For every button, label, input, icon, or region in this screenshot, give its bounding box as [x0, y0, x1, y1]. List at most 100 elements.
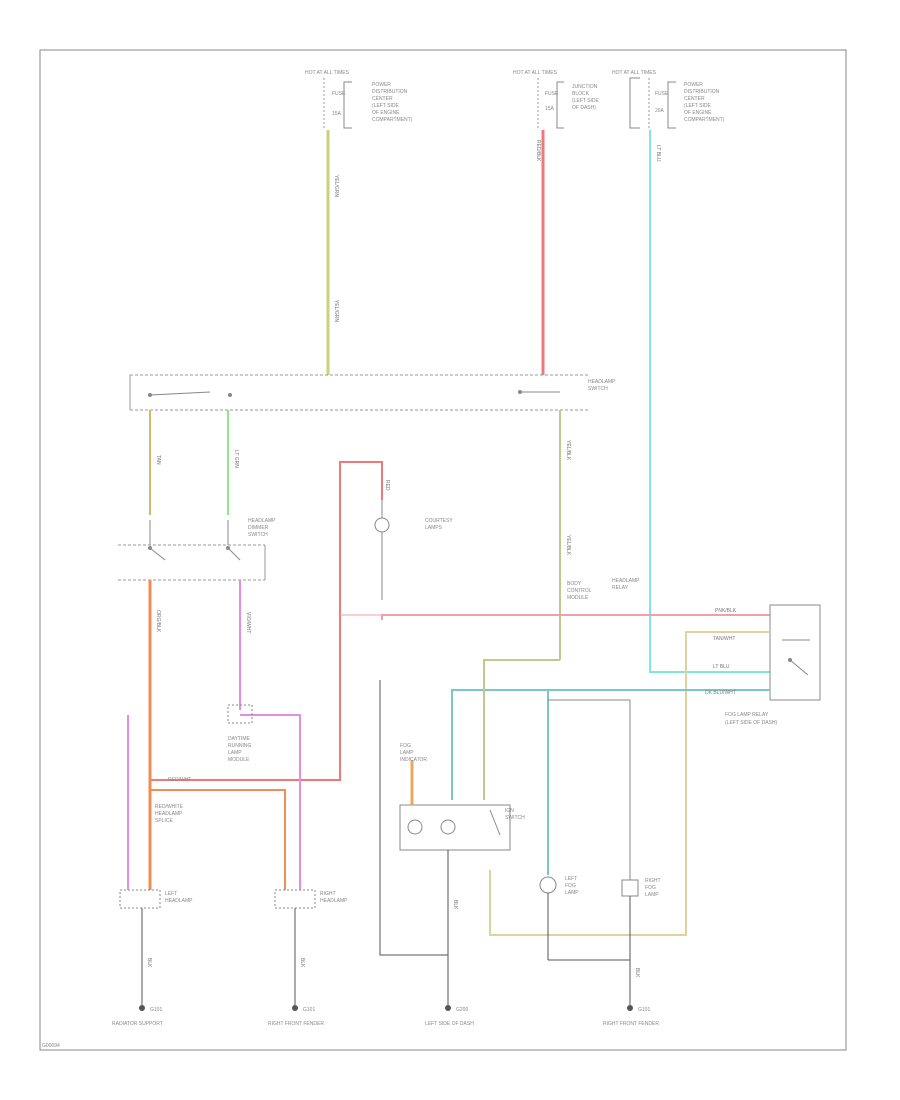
connector-label-2: CONTROL: [567, 588, 592, 594]
wire-label-ground-2: BLK: [299, 958, 305, 968]
fog-indicator-label-2: LAMP: [400, 750, 414, 756]
headlamp-switch-block: HEADLAMP SWITCH: [129, 374, 616, 411]
ground-2-id: G101: [303, 1007, 315, 1013]
wire-label-olive: YEL/BLK: [565, 440, 571, 461]
wire-label-teal: DK BLU/WHT: [705, 690, 736, 696]
ground-1-label: RADIATOR SUPPORT: [112, 1021, 163, 1027]
courtesy-lamps-label-2: LAMPS: [425, 525, 443, 531]
right-headlamp-label-2: HEADLAMP: [320, 898, 348, 904]
splice-label-1: RED/WHITE: [155, 804, 184, 810]
fuse-box-3-line-1: POWER: [684, 82, 703, 88]
wire-label-ground-3: BLK: [452, 900, 458, 910]
headlamp-relay-label-1: HEADLAMP: [612, 578, 640, 584]
wire-cyan-feed: [649, 130, 770, 673]
daytime-module-label-4: MODULE: [228, 757, 250, 763]
fuse-box-1-amp: 15A: [332, 111, 342, 117]
right-fog-label-3: LAMP: [645, 892, 659, 898]
dimmer-switch-label-1: HEADLAMP: [248, 518, 276, 524]
ground-3: G200 LEFT SIDE OF DASH: [425, 1005, 474, 1027]
fuse-box-2-line-2: BLOCK: [572, 91, 590, 97]
fuse-box-2-head: HOT AT ALL TIMES: [513, 70, 558, 76]
fog-indicator-label-1: FOG: [400, 743, 411, 749]
ground-1: G101 RADIATOR SUPPORT: [112, 1005, 163, 1027]
fuse-box-1-head: HOT AT ALL TIMES: [305, 70, 350, 76]
fog-switch-label-1: IGN: [505, 808, 514, 814]
headlamp-relay-label-2: RELAY: [612, 585, 629, 591]
wire-cream: [489, 631, 770, 936]
fuse-box-2-line-1: JUNCTION: [572, 84, 598, 90]
footer-code: G00094: [42, 1043, 60, 1049]
wire-label-cyan-relay: LT BLU: [713, 664, 730, 670]
left-fog-label-2: FOG: [565, 883, 576, 889]
fuse-box-3-line-6: COMPARTMENT): [684, 117, 725, 123]
fuse-box-3-amp: 20A: [655, 108, 665, 114]
connector-label-1: BODY: [567, 581, 582, 587]
right-headlamp-label-1: RIGHT: [320, 891, 336, 897]
ground-3-id: G200: [456, 1007, 468, 1013]
diagram-border: [39, 49, 847, 1051]
fuse-box-3-head: HOT AT ALL TIMES: [612, 70, 657, 76]
courtesy-lamps-label-1: COURTESY: [425, 518, 453, 524]
daytime-module-label-2: RUNNING: [228, 743, 251, 749]
wire-label-violet: VIO/WHT: [245, 612, 251, 633]
headlamp-switch-label-2: SWITCH: [588, 386, 608, 392]
fuse-box-1-fuse: FUSE: [332, 91, 346, 97]
wire-right-fog: [548, 699, 631, 880]
splice-label-2: HEADLAMP: [155, 811, 183, 817]
ground-4-id: G101: [638, 1007, 650, 1013]
ground-4-label: RIGHT FRONT FENDER: [603, 1021, 659, 1027]
ground-1-id: G101: [150, 1007, 162, 1013]
right-fog-label-1: RIGHT: [645, 878, 661, 884]
ground-2: G101 RIGHT FRONT FENDER: [268, 1005, 324, 1027]
red-white-label: RED/WHT: [168, 777, 191, 783]
fuse-box-2-line-4: OF DASH): [572, 105, 596, 111]
wire-label-orange: ORG/BLK: [155, 610, 161, 633]
wire-label-yel-grn-1: YEL/GRN: [333, 175, 339, 197]
wire-label-yel-grn-2: YEL/GRN: [333, 300, 339, 322]
wire-label-tan: TAN: [155, 455, 161, 465]
daytime-module-label-1: DAYTIME: [228, 736, 251, 742]
fog-relay-label-2: (LEFT SIDE OF DASH): [725, 720, 777, 726]
splice-label-3: SPLICE: [155, 818, 173, 824]
left-fog-label-3: LAMP: [565, 890, 579, 896]
fuse-box-3-line-2: DISTRIBUTION: [684, 89, 720, 95]
right-fog-lamp: RIGHT FOG LAMP BLK: [621, 878, 661, 1005]
fuse-box-2-fuse: FUSE: [545, 91, 559, 97]
dimmer-switch-label-3: SWITCH: [248, 532, 268, 538]
fuse-box-1-line-1: POWER: [372, 82, 391, 88]
fog-indicator-label-3: INDICATOR: [400, 757, 427, 763]
wire-label-cyan-top: LT BLU: [655, 145, 661, 162]
fog-lamp-relay: FOG LAMP RELAY (LEFT SIDE OF DASH): [725, 604, 821, 726]
wire-label-lt-grn: LT GRN: [233, 450, 239, 468]
dimmer-switch-block: HEADLAMP DIMMER SWITCH: [118, 518, 276, 581]
wire-orange-right: [150, 789, 286, 890]
fuse-box-1-line-2: DISTRIBUTION: [372, 89, 408, 95]
left-fog-lamp: LEFT FOG LAMP: [539, 876, 630, 961]
wire-label-ground-4: BLK: [634, 968, 640, 978]
courtesy-lamp-fuse: COURTESY LAMPS: [374, 500, 453, 600]
right-headlamp: RIGHT HEADLAMP BLK: [274, 889, 348, 1005]
wire-teal: [451, 689, 770, 800]
headlamp-switch-label-1: HEADLAMP: [588, 379, 616, 385]
fuse-box-1-line-6: COMPARTMENT): [372, 117, 413, 123]
wire-label-ground-1: BLK: [146, 958, 152, 968]
fuse-box-3-line-4: (LEFT SIDE: [684, 103, 712, 109]
daytime-module-label-3: LAMP: [228, 750, 242, 756]
wire-red-loop: [150, 461, 383, 781]
wire-label-pink: PNK/BLK: [715, 608, 737, 614]
fuse-box-3: HOT AT ALL TIMES FUSE 20A POWER DISTRIBU…: [612, 70, 725, 129]
fuse-box-1-line-5: OF ENGINE: [372, 110, 400, 116]
left-headlamp-label-2: HEADLAMP: [165, 898, 193, 904]
wire-label-red-loop: RED: [384, 480, 390, 491]
fog-relay-label-1: FOG LAMP RELAY: [725, 712, 769, 718]
fuse-box-2-amp: 15A: [545, 106, 555, 112]
left-headlamp-label-1: LEFT: [165, 891, 177, 897]
ground-2-label: RIGHT FRONT FENDER: [268, 1021, 324, 1027]
wire-label-olive-2: YEL/BLK: [565, 535, 571, 556]
ground-4: G101 RIGHT FRONT FENDER: [603, 1005, 659, 1027]
fuse-box-1-line-4: (LEFT SIDE: [372, 103, 400, 109]
wire-label-red-top: RED/BLK: [535, 140, 541, 162]
wire-pink-horizontal: [381, 614, 770, 620]
wire-label-cream: TAN/WHT: [713, 636, 735, 642]
